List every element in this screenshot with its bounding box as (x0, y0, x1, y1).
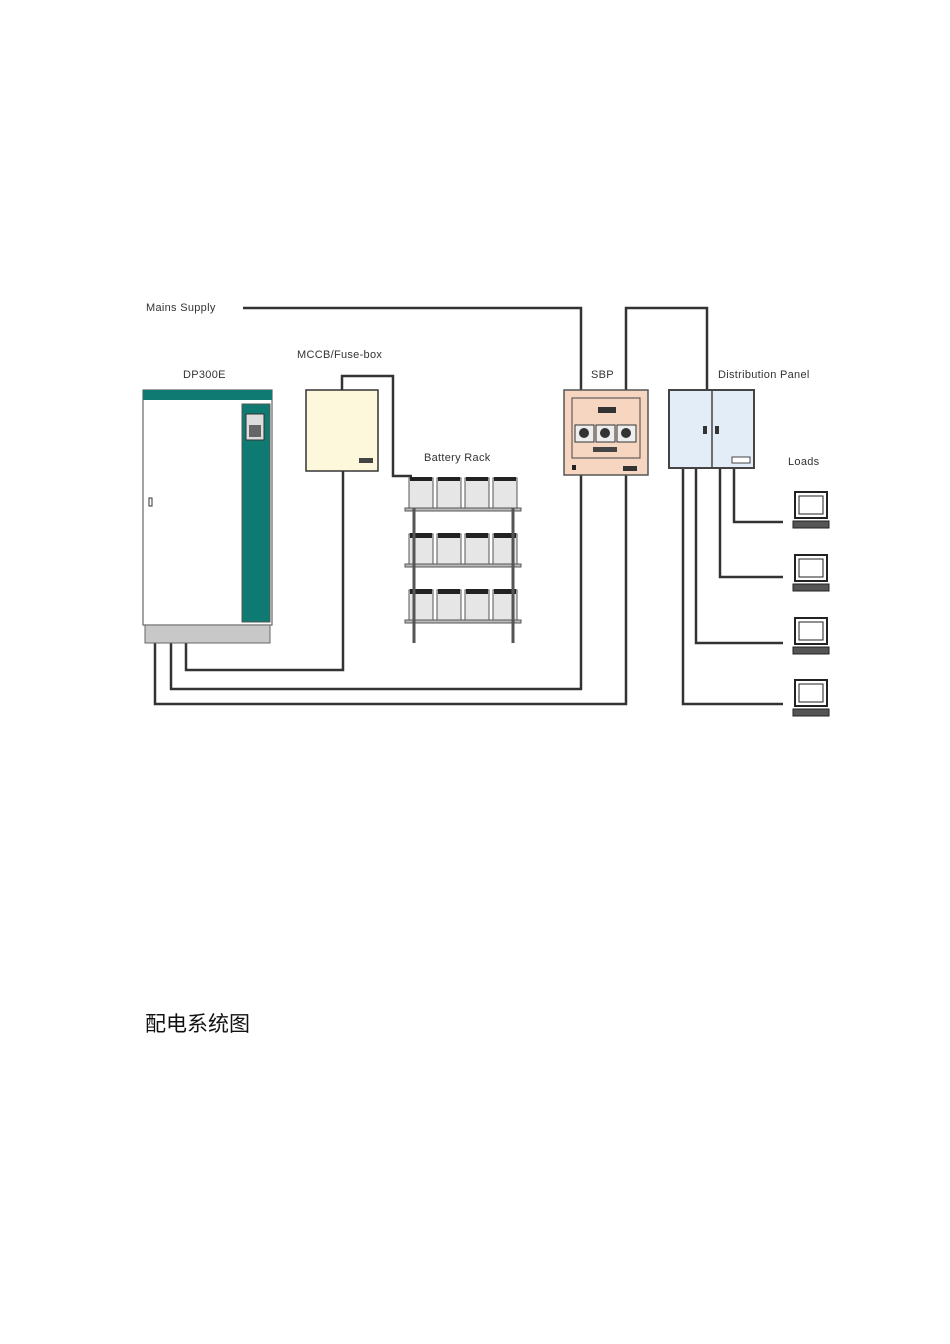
computer-icon (792, 554, 830, 592)
computer-icon (792, 679, 830, 717)
label-ups: DP300E (183, 369, 226, 381)
label-loads: Loads (788, 456, 820, 468)
label-distribution-panel: Distribution Panel (718, 369, 810, 381)
label-sbp: SBP (591, 369, 614, 381)
ups-cabinet (142, 389, 273, 644)
computer-icon (792, 491, 830, 529)
mccb-fuse-box (305, 389, 379, 472)
battery-rack (404, 477, 522, 643)
label-battery-rack: Battery Rack (424, 452, 491, 464)
label-mains-supply: Mains Supply (146, 302, 216, 314)
label-mccb: MCCB/Fuse-box (297, 349, 382, 361)
figure-caption: 配电系统图 (145, 1012, 250, 1036)
sbp-panel (563, 389, 649, 476)
wires (153, 306, 783, 706)
computer-icon (792, 617, 830, 655)
load-computers (792, 491, 830, 717)
distribution-panel (668, 389, 755, 469)
